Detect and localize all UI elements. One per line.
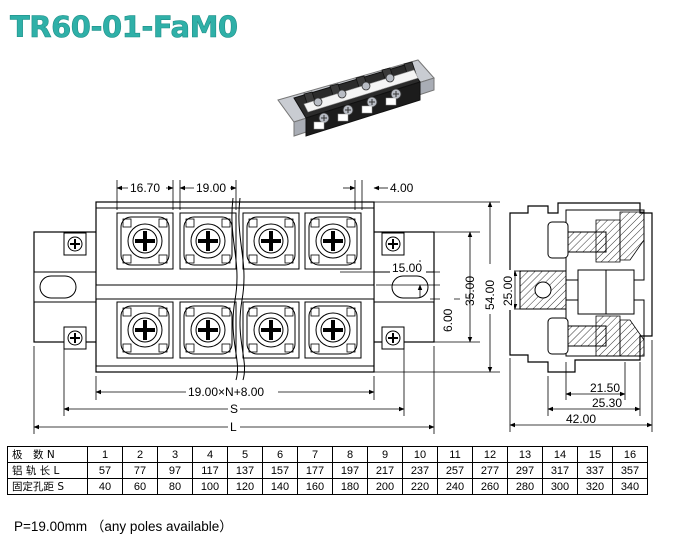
table-cell: 6 <box>262 446 298 463</box>
dim-side-b: 25.30 <box>592 396 622 410</box>
dim-rail-offset: 6.00 <box>441 308 455 332</box>
table-cell: 357 <box>612 462 648 479</box>
table-cell: 340 <box>612 478 648 495</box>
dim-pitch: 19.00 <box>196 181 226 195</box>
table-cell: 80 <box>157 478 193 495</box>
table-cell: 1 <box>87 446 123 463</box>
table-cell: 220 <box>402 478 438 495</box>
table-cell: 97 <box>157 462 193 479</box>
dim-l: L <box>230 420 237 434</box>
table-cell: 197 <box>332 462 368 479</box>
table-cell: 13 <box>507 446 543 463</box>
table-cell: 277 <box>472 462 508 479</box>
side-dimensions <box>508 270 653 432</box>
dim-barrier: 4.00 <box>390 181 414 195</box>
table-cell: 3 <box>157 446 193 463</box>
product-title: TR60-01-FaM0 <box>10 10 239 45</box>
table-cell: 57 <box>87 462 123 479</box>
table-cell: 120 <box>227 478 263 495</box>
table-cell: 100 <box>192 478 228 495</box>
table-cell: 297 <box>507 462 543 479</box>
dim-side-a: 21.50 <box>590 381 620 395</box>
table-cell: 4 <box>192 446 228 463</box>
table-cell: 5 <box>227 446 263 463</box>
table-cell: 2 <box>122 446 158 463</box>
product-photo <box>277 59 435 137</box>
table-cell: 240 <box>437 478 473 495</box>
table-cell: 180 <box>332 478 368 495</box>
table-cell: 157 <box>262 462 298 479</box>
table-cell: 177 <box>297 462 333 479</box>
dim-length-formula: 19.00×N+8.00 <box>188 385 264 399</box>
pitch-note: P=19.00mm （any poles available） <box>14 519 233 534</box>
dim-height: 54.00 <box>483 280 497 310</box>
table-cell: 140 <box>262 478 298 495</box>
side-view <box>509 202 653 373</box>
table-cell: 117 <box>192 462 228 479</box>
dim-hole-span: 35.00 <box>463 276 477 306</box>
table-cell: 160 <box>297 478 333 495</box>
table-cell: 60 <box>122 478 158 495</box>
table-cell: 9 <box>367 446 403 463</box>
table-cell: 8 <box>332 446 368 463</box>
table-cell: 280 <box>507 478 543 495</box>
table-cell: 217 <box>367 462 403 479</box>
table-cell: 11 <box>437 446 473 463</box>
table-cell: 12 <box>472 446 508 463</box>
table-cell: 237 <box>402 462 438 479</box>
table-cell: 257 <box>437 462 473 479</box>
table-cell: 15 <box>577 446 613 463</box>
dim-rail-height: 25.00 <box>501 276 515 306</box>
table-cell: 10 <box>402 446 438 463</box>
row-label: 极 数 N <box>7 446 88 463</box>
table-cell: 320 <box>577 478 613 495</box>
table-cell: 7 <box>297 446 333 463</box>
table-cell: 16 <box>612 446 648 463</box>
table-cell: 300 <box>542 478 578 495</box>
row-label: 铝 轨 长 L <box>7 462 88 479</box>
table-cell: 260 <box>472 478 508 495</box>
table-cell: 77 <box>122 462 158 479</box>
table-cell: 40 <box>87 478 123 495</box>
dim-side-depth: 42.00 <box>566 412 596 426</box>
table-cell: 137 <box>227 462 263 479</box>
dim-s: S <box>230 402 238 416</box>
dim-rail-width: 15.00 <box>392 261 422 275</box>
table-cell: 337 <box>577 462 613 479</box>
table-cell: 317 <box>542 462 578 479</box>
table-cell: 200 <box>367 478 403 495</box>
row-label: 固定孔距 S <box>7 478 88 495</box>
dim-cell-width: 16.70 <box>130 181 160 195</box>
front-view <box>33 197 435 381</box>
table-cell: 14 <box>542 446 578 463</box>
